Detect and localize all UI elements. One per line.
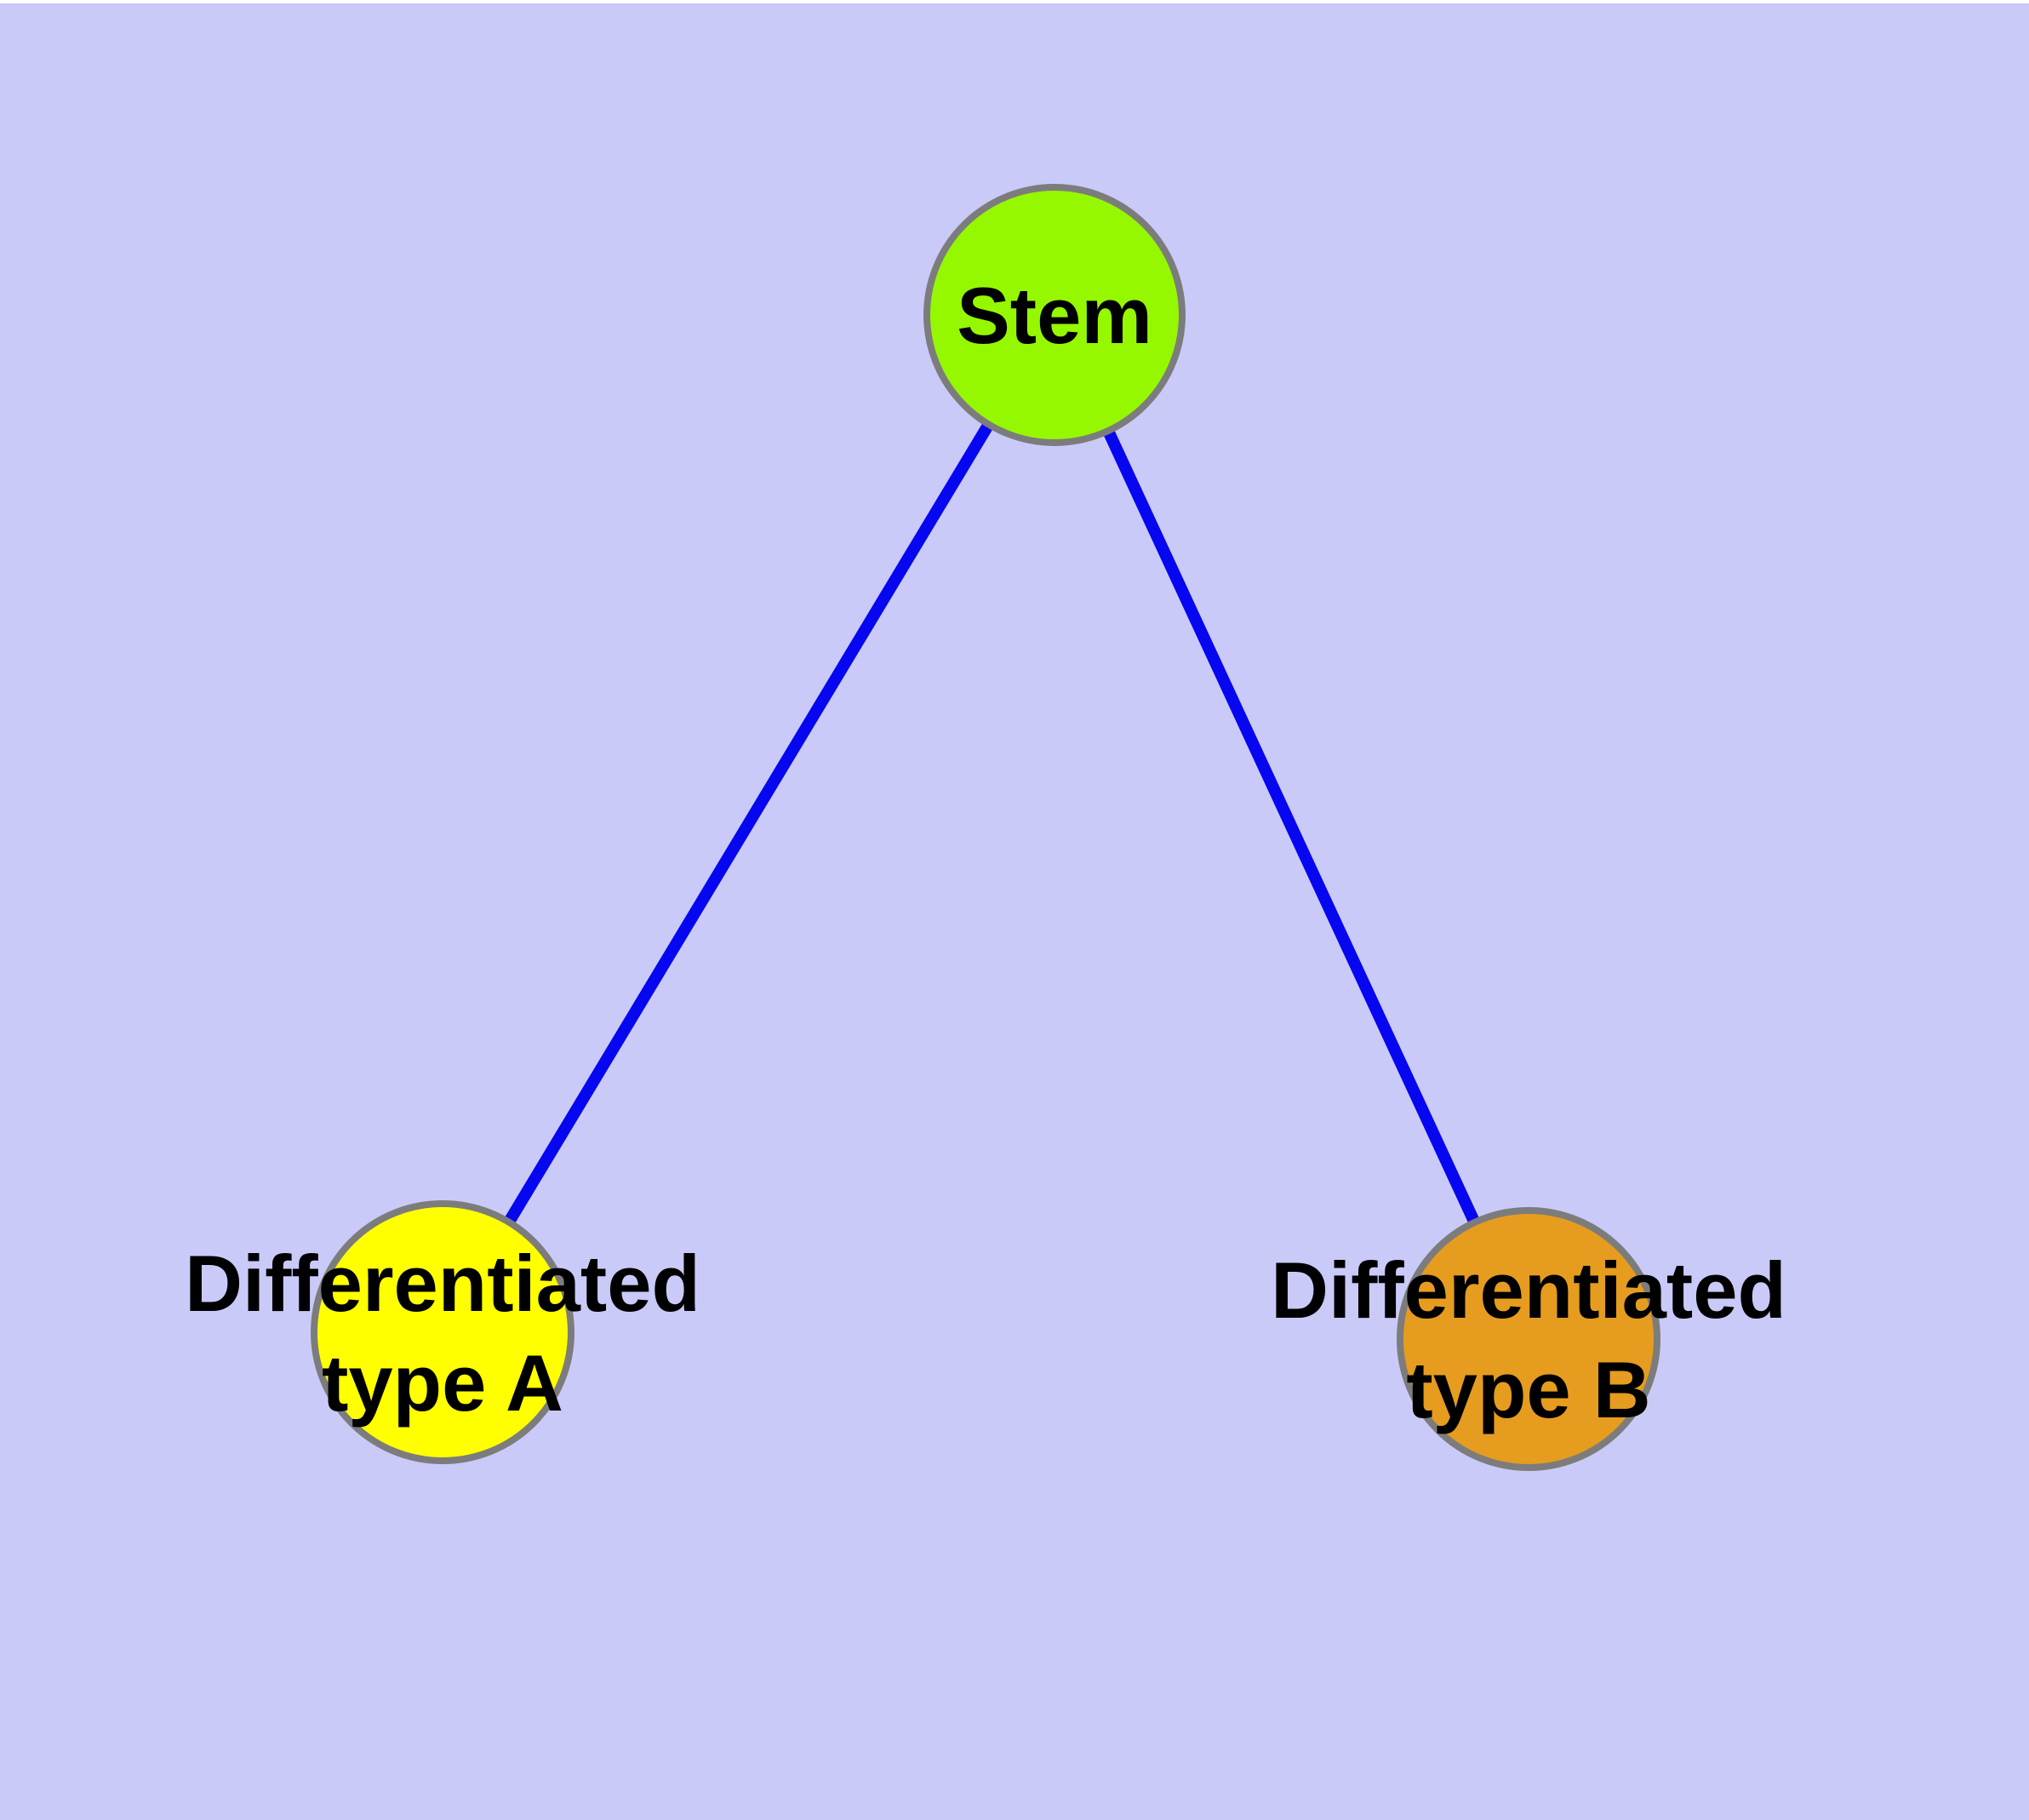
node-type-b: [1397, 1207, 1660, 1471]
node-stem: [923, 184, 1186, 446]
node-type-a-label-line1: Differentiated: [185, 1239, 700, 1328]
node-type-a-label-line2: type A: [322, 1338, 563, 1428]
node-type-b-label-line1: Differentiated: [1271, 1245, 1786, 1335]
edge-stem-to-type-a: [437, 312, 1060, 1336]
edge-stem-to-type-b: [1049, 312, 1535, 1342]
node-type-a: [311, 1200, 574, 1464]
node-type-b-label-line2: type B: [1406, 1345, 1650, 1434]
node-stem-label: Stem: [957, 271, 1152, 360]
